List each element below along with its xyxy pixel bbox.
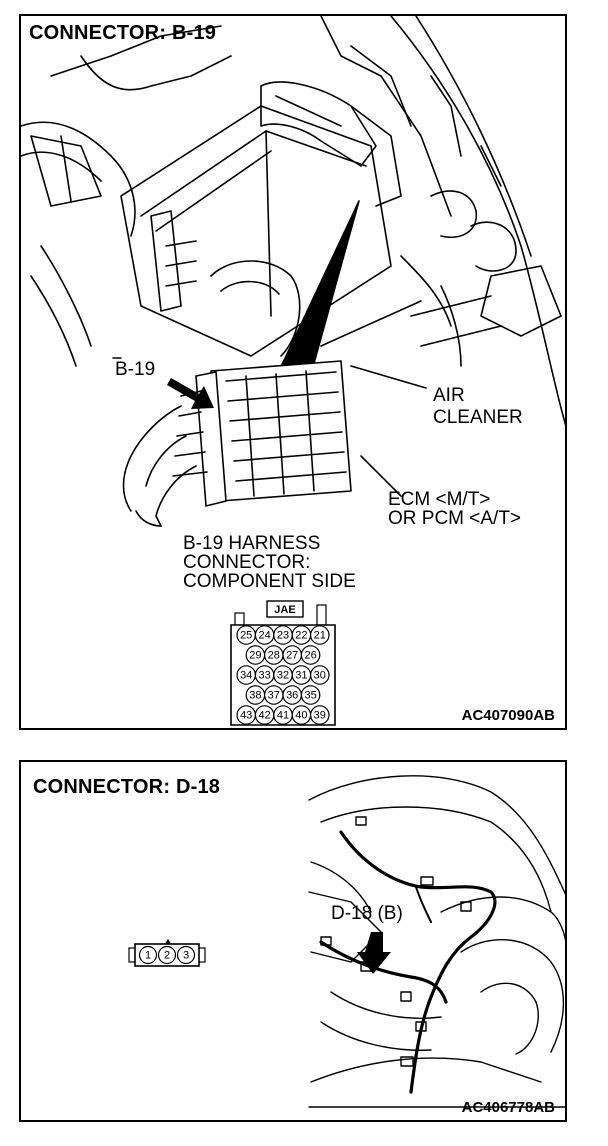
connector-b19-panel: JAE 25 24 23 22 21 29 28 27 26 34 33 32 31 30 38 37 36 35… [19,14,567,730]
pin-label-34: 34 [240,670,252,682]
label-harness-line1: B-19 HARNESS [183,533,321,554]
label-b19: B-19 [115,359,156,380]
b19-connector-face: JAE 25 24 23 22 21 29 28 27 26 34 33 32 31 30 38 37 36 35… [230,600,336,726]
d18-pin-row: 1 2 3 [138,945,196,965]
panel-title-b19: CONNECTOR: B-19 [29,22,217,44]
pin-label-21: 21 [314,630,326,642]
connector-tag-jae: JAE [274,604,295,616]
pin-label-30: 30 [314,670,326,682]
pin-label-43: 43 [240,710,252,722]
pin-label-31: 31 [295,670,307,682]
pin-label-25: 25 [240,630,252,642]
d18-pin-label-3: 3 [183,950,189,962]
label-harness-line3: COMPONENT SIDE [183,571,356,592]
pin-label-38: 38 [249,690,261,702]
d18-pin-2 [157,945,177,965]
pin-26 [300,645,321,665]
pin-label-32: 32 [277,670,289,682]
d18-connector-face: 1 2 3 [128,939,206,967]
d18-pin-3 [176,945,196,965]
figure-code-b19: AC407090AB [461,707,555,724]
pin-label-23: 23 [277,630,289,642]
pin-label-39: 39 [314,710,326,722]
pin-label-33: 33 [258,670,270,682]
pin-21 [310,625,330,645]
label-harness-line2: CONNECTOR: [183,552,311,573]
label-d18: D-18 (B) [331,903,403,924]
label-ecm-line2: OR PCM <A/T> [388,508,522,529]
pin-35 [300,685,321,705]
pin-label-37: 37 [268,690,280,702]
d18-pin-label-1: 1 [145,950,151,962]
pin-label-27: 27 [286,650,298,662]
connector-d18-panel: 1 2 3 CONNECTOR: D-18 D-18 (B) AC406778AB [19,760,567,1122]
d18-pin-label-2: 2 [164,950,170,962]
label-air-cleaner-line1: AIR [433,385,465,406]
pin-39 [310,705,330,725]
pin-label-40: 40 [295,710,307,722]
pin-label-26: 26 [304,650,316,662]
pin-label-29: 29 [249,650,261,662]
panel-title-d18: CONNECTOR: D-18 [33,776,221,798]
pin-label-28: 28 [268,650,280,662]
pin-30 [310,665,330,685]
pin-label-22: 22 [295,630,307,642]
label-ecm-line1: ECM <M/T> [388,489,491,510]
pin-label-35: 35 [304,690,316,702]
pin-label-41: 41 [277,710,289,722]
pin-label-36: 36 [286,690,298,702]
figure-code-d18: AC406778AB [461,1099,555,1116]
engine-bay-illustration: JAE 25 24 23 22 21 29 28 27 26 34 33 32 31 30 38 37 36 35… [21,16,565,726]
d18-pin-1 [138,945,158,965]
label-air-cleaner-line2: CLEANER [433,407,523,428]
vehicle-rear-illustration: 1 2 3 [128,775,565,1108]
pin-label-24: 24 [258,630,270,642]
b19-pin-grid: 25 24 23 22 21 29 28 27 26 34 33 32 31 30 38 37 36 35 43 42… [236,625,330,725]
pin-label-42: 42 [258,710,270,722]
